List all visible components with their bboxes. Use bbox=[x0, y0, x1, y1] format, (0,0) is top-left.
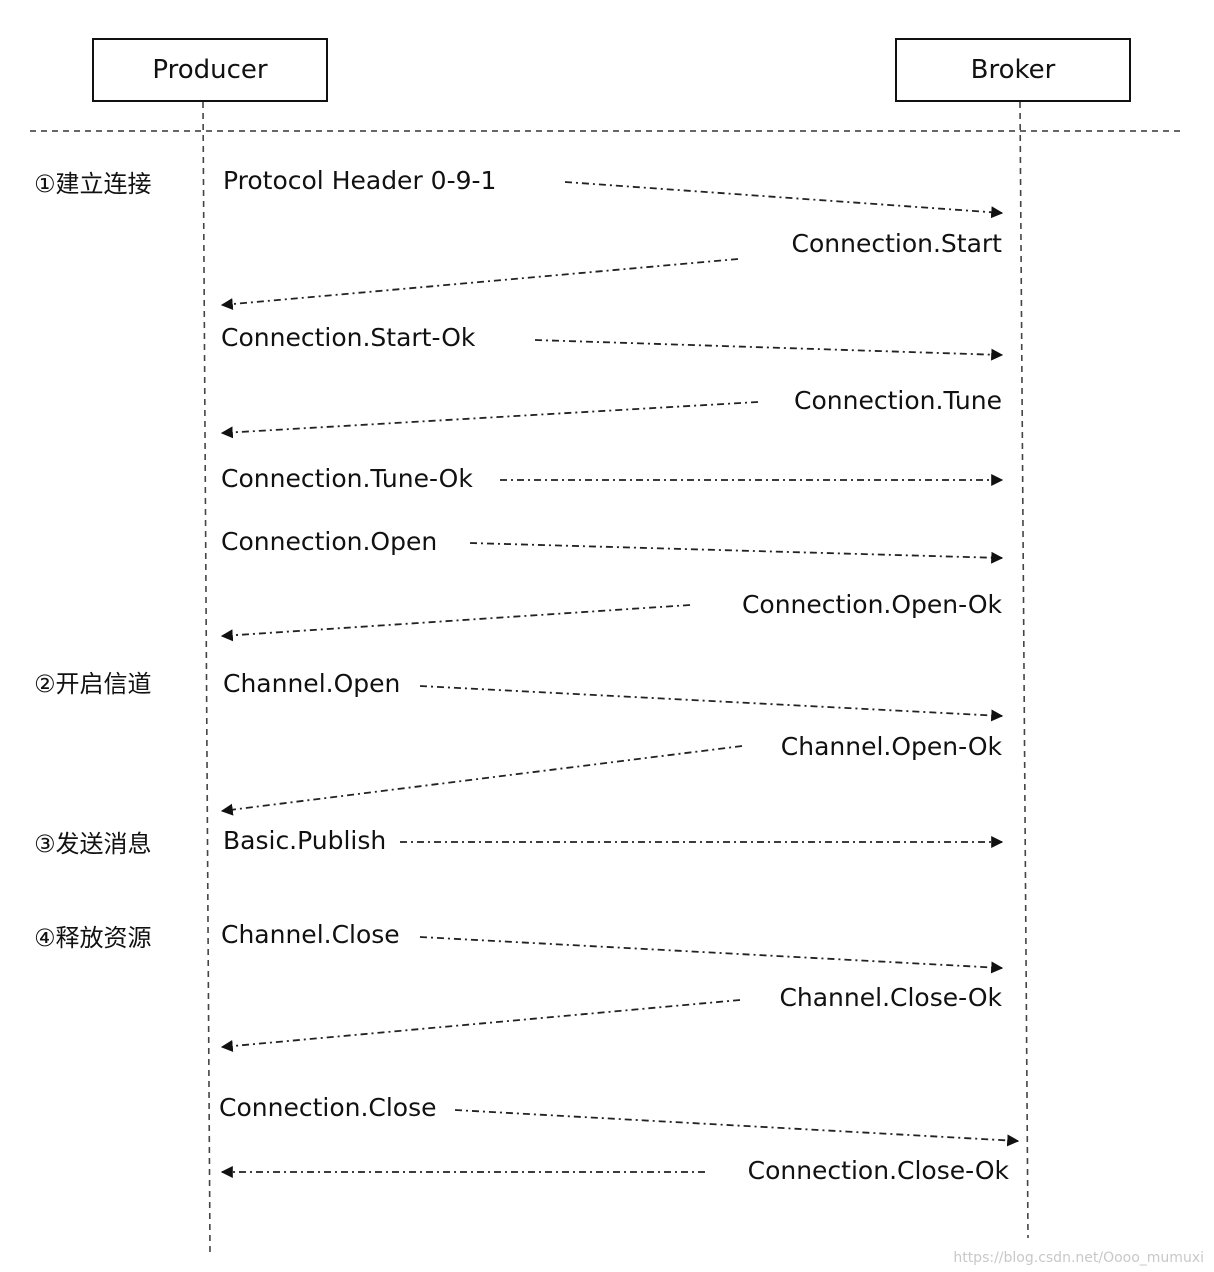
message-arrows bbox=[220, 181, 1020, 1178]
arrow-protocol-header-0-9-1-to-broker bbox=[564, 181, 1004, 219]
phase-label-release-resources: ④释放资源 bbox=[34, 924, 152, 952]
arrow-connection-open-ok-to-producer bbox=[220, 604, 691, 642]
message-label-connection-start: Connection.Start bbox=[791, 229, 1002, 258]
watermark-url: https://blog.csdn.net/Oooo_mumuxi bbox=[953, 1250, 1204, 1266]
message-label-channel-open-ok: Channel.Open-Ok bbox=[780, 732, 1002, 761]
message-label-protocol-header: Protocol Header 0-9-1 bbox=[223, 166, 497, 195]
message-label-basic-publish: Basic.Publish bbox=[223, 826, 387, 855]
message-label-connection-open-ok: Connection.Open-Ok bbox=[741, 590, 1002, 619]
producer-lifeline bbox=[202, 101, 211, 1253]
arrow-connection-start-ok-to-broker bbox=[534, 339, 1004, 361]
message-label-connection-close: Connection.Close bbox=[219, 1093, 437, 1122]
broker-participant-box: Broker bbox=[895, 38, 1131, 102]
phase-label-connect: ①建立连接 bbox=[34, 170, 152, 198]
phase-label-open-channel: ②开启信道 bbox=[34, 670, 152, 698]
phase-label-send-message: ③发送消息 bbox=[34, 830, 152, 858]
arrow-channel-close-ok-to-producer bbox=[220, 999, 741, 1052]
arrow-channel-close-to-broker bbox=[419, 936, 1004, 974]
arrow-connection-open-to-broker bbox=[469, 542, 1004, 564]
message-label-channel-close-ok: Channel.Close-Ok bbox=[779, 983, 1002, 1012]
arrow-channel-open-to-broker bbox=[419, 685, 1004, 722]
message-label-channel-close: Channel.Close bbox=[221, 920, 400, 949]
message-label-connection-open: Connection.Open bbox=[221, 527, 438, 556]
message-label-connection-start-ok: Connection.Start-Ok bbox=[221, 323, 476, 352]
broker-label: Broker bbox=[970, 55, 1056, 85]
arrow-connection-start-to-producer bbox=[220, 258, 739, 311]
producer-participant-box: Producer bbox=[92, 38, 328, 102]
message-label-connection-tune: Connection.Tune bbox=[794, 386, 1002, 415]
arrow-connection-tune-to-producer bbox=[220, 401, 759, 439]
arrow-connection-close-to-broker bbox=[454, 1109, 1020, 1147]
broker-lifeline bbox=[1019, 101, 1029, 1239]
message-label-connection-close-ok: Connection.Close-Ok bbox=[747, 1156, 1009, 1185]
arrow-channel-open-ok-to-producer bbox=[220, 745, 743, 816]
message-label-connection-tune-ok: Connection.Tune-Ok bbox=[221, 464, 473, 493]
message-label-channel-open: Channel.Open bbox=[223, 669, 401, 698]
producer-label: Producer bbox=[152, 55, 268, 85]
